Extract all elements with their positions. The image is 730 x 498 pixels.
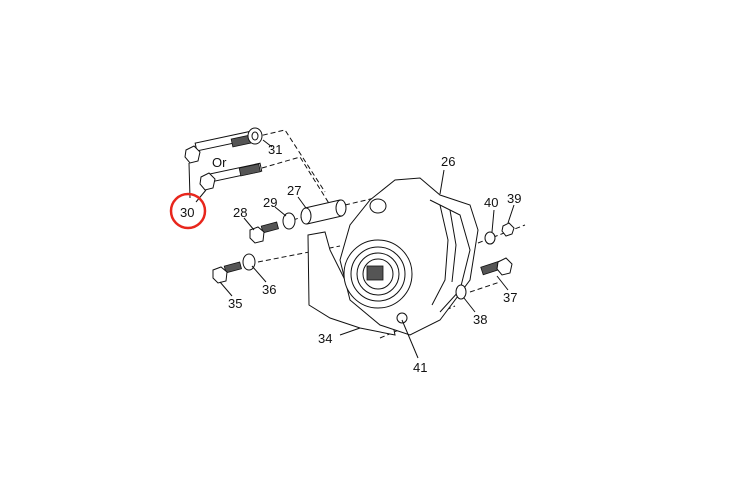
label-39[interactable]: 39: [507, 191, 521, 206]
part-26-alternator[interactable]: [339, 177, 479, 336]
part-29-washer[interactable]: [282, 212, 296, 230]
highlight-circle-30: [169, 192, 207, 230]
label-34[interactable]: 34: [318, 331, 332, 346]
label-31[interactable]: 31: [268, 142, 282, 157]
label-27[interactable]: 27: [287, 183, 301, 198]
part-39-nut[interactable]: [501, 222, 515, 237]
part-27-spacer[interactable]: [300, 199, 347, 225]
label-29[interactable]: 29: [263, 195, 277, 210]
label-41[interactable]: 41: [413, 360, 427, 375]
label-26[interactable]: 26: [441, 154, 455, 169]
label-30[interactable]: 30: [180, 205, 194, 220]
part-38-washer[interactable]: [455, 284, 467, 300]
label-38[interactable]: 38: [473, 312, 487, 327]
label-28[interactable]: 28: [233, 205, 247, 220]
part-35-bolt[interactable]: [212, 261, 242, 284]
part-37-bolt[interactable]: [480, 257, 513, 276]
label-36[interactable]: 36: [262, 282, 276, 297]
label-40[interactable]: 40: [484, 195, 498, 210]
label-or: Or: [212, 155, 227, 170]
part-40-washer[interactable]: [484, 231, 496, 245]
label-37[interactable]: 37: [503, 290, 517, 305]
part-28-bolt[interactable]: [249, 221, 279, 244]
leader-lines: [219, 139, 515, 359]
label-35[interactable]: 35: [228, 296, 242, 311]
part-30-bolt-alt[interactable]: [199, 162, 263, 191]
